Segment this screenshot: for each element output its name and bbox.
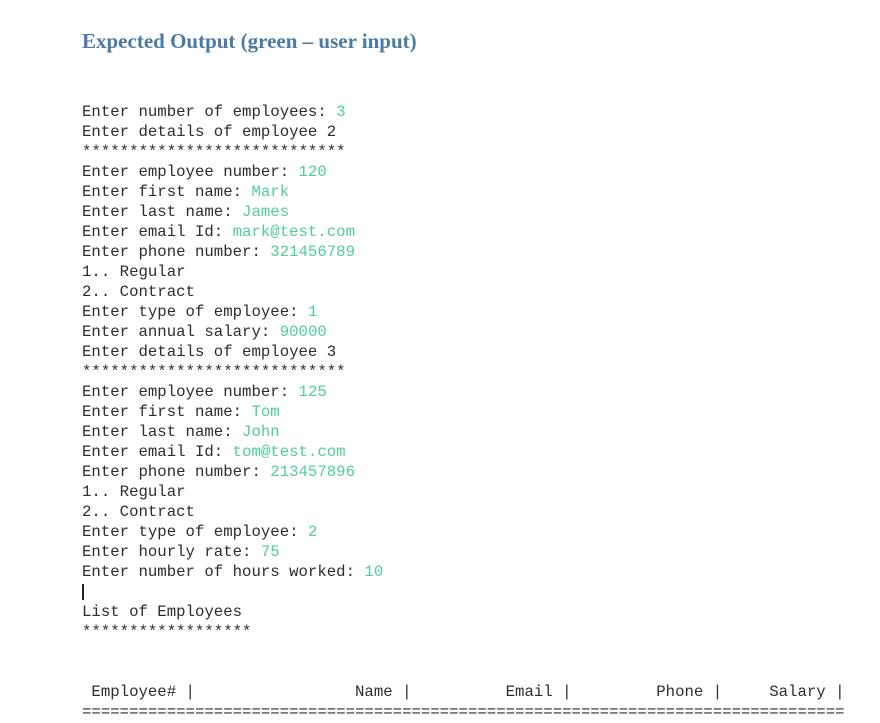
console-line: Enter phone number: 213457896 (82, 462, 880, 482)
console-line: Enter hourly rate: 75 (82, 542, 880, 562)
user-input-text: 1 (307, 303, 318, 321)
user-input-text: 125 (298, 383, 327, 401)
user-input-text: 90000 (279, 323, 327, 341)
console-prompt-text: 1.. Regular (82, 483, 186, 501)
employee-table: Employee# | Name | Email | Phone | Salar… (82, 682, 880, 723)
console-prompt-text: List of Employees (82, 603, 243, 621)
console-prompt-text: Enter number of hours worked: (82, 563, 365, 581)
user-input-text: 2 (307, 523, 318, 541)
console-prompt-text: ****************** (82, 623, 252, 641)
console-line: Enter first name: Tom (82, 402, 880, 422)
table-header-line: Employee# | Name | Email | Phone | Salar… (82, 683, 845, 701)
console-prompt-text: Enter employee number: (82, 163, 299, 181)
console-line: Enter phone number: 321456789 (82, 242, 880, 262)
console-prompt-text: Enter last name: (82, 203, 243, 221)
console-prompt-text: Enter details of employee 3 (82, 343, 337, 361)
console-line: List of Employees (82, 602, 880, 622)
user-input-text: John (242, 423, 280, 441)
console-prompt-text: Enter hourly rate: (82, 543, 261, 561)
console-prompt-text: Enter first name: (82, 183, 252, 201)
console-prompt-text: **************************** (82, 143, 346, 161)
console-line: 1.. Regular (82, 482, 880, 502)
console-line: Enter type of employee: 1 (82, 302, 880, 322)
user-input-text: James (242, 203, 290, 221)
console-prompt-text: 1.. Regular (82, 263, 186, 281)
console-prompt-text: Enter details of employee 2 (82, 123, 337, 141)
console-prompt-text: **************************** (82, 363, 346, 381)
console-prompt-text: Enter first name: (82, 403, 252, 421)
console-line: Enter details of employee 2 (82, 122, 880, 142)
console-line: 2.. Contract (82, 282, 880, 302)
text-cursor (82, 584, 84, 600)
user-input-text: 321456789 (270, 243, 356, 261)
console-prompt-text: Enter annual salary: (82, 323, 280, 341)
console-prompt-text: Enter email Id: (82, 443, 233, 461)
console-line: ****************** (82, 622, 880, 642)
console-line (82, 582, 880, 602)
console-prompt-text: Enter phone number: (82, 243, 271, 261)
console-prompt-text: Enter employee number: (82, 383, 299, 401)
console-line: Enter employee number: 125 (82, 382, 880, 402)
console-line: Enter details of employee 3 (82, 342, 880, 362)
console-prompt-text: 2.. Contract (82, 283, 195, 301)
console-line: Enter number of employees: 3 (82, 102, 880, 122)
user-input-text: Tom (251, 403, 280, 421)
user-input-text: Mark (251, 183, 290, 201)
console-line: Enter email Id: tom@test.com (82, 442, 880, 462)
user-input-text: mark@test.com (232, 223, 356, 241)
console-line: Enter last name: John (82, 422, 880, 442)
console-prompt-text: Enter type of employee: (82, 523, 308, 541)
table-separator-line: ========================================… (82, 703, 845, 721)
console-prompt-text: Enter email Id: (82, 223, 233, 241)
console-line: Enter employee number: 120 (82, 162, 880, 182)
console-line: Enter last name: James (82, 202, 880, 222)
console-line: 2.. Contract (82, 502, 880, 522)
console-prompt-text: 2.. Contract (82, 503, 195, 521)
user-input-text: 213457896 (270, 463, 356, 481)
console-line: Enter email Id: mark@test.com (82, 222, 880, 242)
console-prompt-text: Enter number of employees: (82, 103, 337, 121)
console-line: Enter type of employee: 2 (82, 522, 880, 542)
user-input-text: 3 (336, 103, 346, 121)
page-title: Expected Output (green – user input) (82, 29, 417, 53)
user-input-text: 10 (364, 563, 384, 581)
console-prompt-text: Enter type of employee: (82, 303, 308, 321)
user-input-text: 75 (260, 543, 280, 561)
console-line: 1.. Regular (82, 262, 880, 282)
user-input-text: 120 (298, 163, 327, 181)
user-input-text: tom@test.com (232, 443, 346, 461)
console-line: **************************** (82, 142, 880, 162)
console-prompt-text: Enter phone number: (82, 463, 271, 481)
console-line: Enter number of hours worked: 10 (82, 562, 880, 582)
console-line: Enter first name: Mark (82, 182, 880, 202)
console-prompt-text: Enter last name: (82, 423, 243, 441)
console-line: **************************** (82, 362, 880, 382)
console-line: Enter annual salary: 90000 (82, 322, 880, 342)
